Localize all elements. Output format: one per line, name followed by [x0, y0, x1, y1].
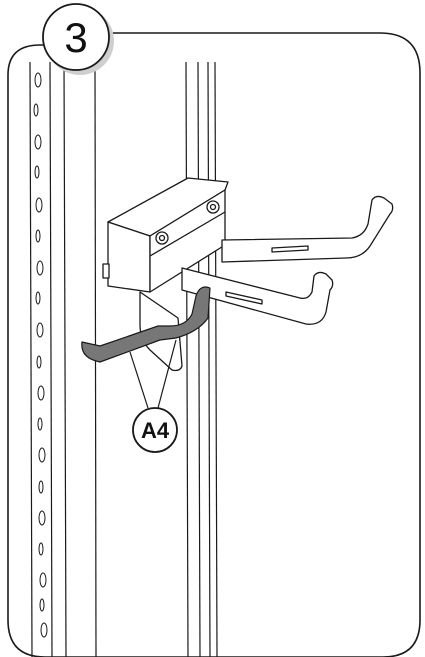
strap — [81, 286, 211, 363]
upper-hook-arm — [221, 195, 394, 263]
step-panel — [7, 32, 421, 657]
callout-leaders — [129, 339, 177, 409]
lower-hook-arm — [181, 267, 334, 325]
hook-bracket — [102, 177, 229, 293]
upright-post — [29, 61, 218, 657]
callout-a4-label: A4 — [141, 418, 170, 443]
panel-border — [7, 32, 421, 657]
callout-a4: A4 — [132, 407, 178, 453]
rail-slots — [33, 72, 48, 638]
step-number-badge: 3 — [42, 3, 114, 75]
step-number-label: 3 — [64, 14, 87, 61]
